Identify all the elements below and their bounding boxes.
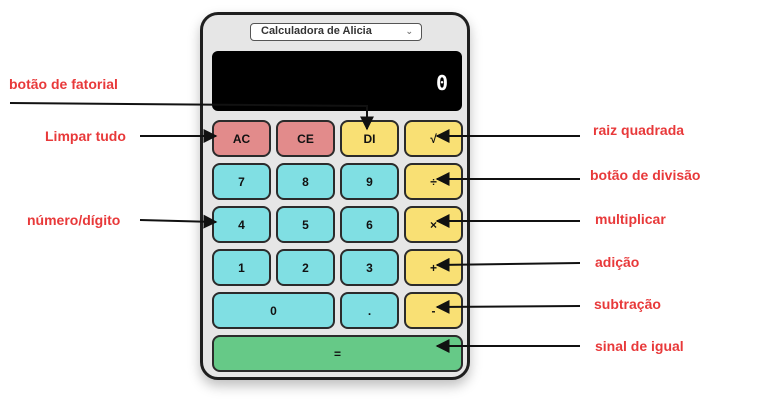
arrow-subtraction	[435, 299, 581, 314]
annotation-addition: adição	[595, 254, 640, 270]
annotation-equals: sinal de igual	[595, 338, 684, 354]
annotation-division: botão de divisão	[590, 167, 701, 183]
annotation-multiply: multiplicar	[595, 211, 666, 227]
digit-8-button[interactable]: 8	[276, 163, 335, 200]
decimal-point-button[interactable]: .	[340, 292, 399, 329]
equals-button[interactable]: =	[212, 335, 463, 372]
digit-3-button[interactable]: 3	[340, 249, 399, 286]
digit-5-button[interactable]: 5	[276, 206, 335, 243]
square-root-button[interactable]: √	[404, 120, 463, 157]
calculator-body: Calculadora de Alicia ⌄ 0 AC CE DI √ 7 8…	[200, 12, 470, 380]
display-screen: 0	[212, 51, 462, 111]
arrow-digit	[139, 214, 218, 229]
digit-2-button[interactable]: 2	[276, 249, 335, 286]
digit-0-button[interactable]: 0	[212, 292, 335, 329]
add-button[interactable]: +	[404, 249, 463, 286]
calculator-title: Calculadora de Alicia	[261, 25, 372, 37]
annotation-digit: número/dígito	[27, 212, 121, 228]
digit-6-button[interactable]: 6	[340, 206, 399, 243]
annotation-subtraction: subtração	[594, 296, 661, 312]
subtract-button[interactable]: -	[404, 292, 463, 329]
digit-7-button[interactable]: 7	[212, 163, 271, 200]
annotation-square-root: raiz quadrada	[593, 122, 685, 138]
calculator-title-select[interactable]: Calculadora de Alicia ⌄	[250, 23, 422, 41]
chevron-down-icon: ⌄	[405, 26, 413, 36]
clear-entry-button[interactable]: CE	[276, 120, 335, 157]
arrow-addition	[435, 257, 581, 272]
arrow-factorial	[9, 102, 374, 131]
divide-button[interactable]: ÷	[404, 163, 463, 200]
digit-1-button[interactable]: 1	[212, 249, 271, 286]
digit-9-button[interactable]: 9	[340, 163, 399, 200]
display-value: 0	[435, 71, 448, 95]
annotation-clear-all: Limpar tudo	[45, 128, 126, 144]
multiply-button[interactable]: ×	[404, 206, 463, 243]
annotation-factorial: botão de fatorial	[9, 76, 118, 92]
